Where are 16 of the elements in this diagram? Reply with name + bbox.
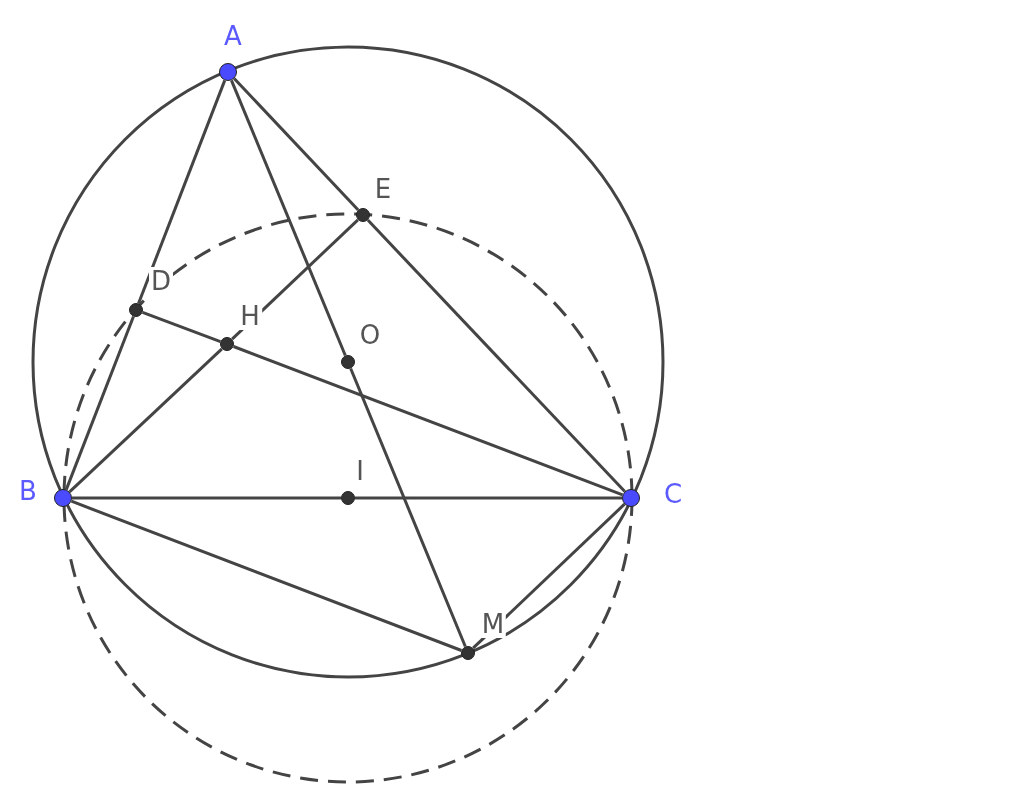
line-segment <box>233 345 624 497</box>
point-label: D <box>149 267 173 295</box>
line-segment <box>142 311 221 343</box>
point-label: M <box>479 610 507 638</box>
line-segment <box>233 77 360 211</box>
line-segment <box>137 79 227 304</box>
line-segment <box>68 347 223 493</box>
line-segment <box>366 219 626 493</box>
line-segment <box>230 79 347 357</box>
line-segment <box>70 499 462 652</box>
line-segment <box>355 496 622 500</box>
line-segment <box>72 496 341 500</box>
line-segment <box>472 503 626 650</box>
point-label: H <box>238 302 262 330</box>
line-segment <box>349 367 467 648</box>
line-segment <box>64 316 135 491</box>
